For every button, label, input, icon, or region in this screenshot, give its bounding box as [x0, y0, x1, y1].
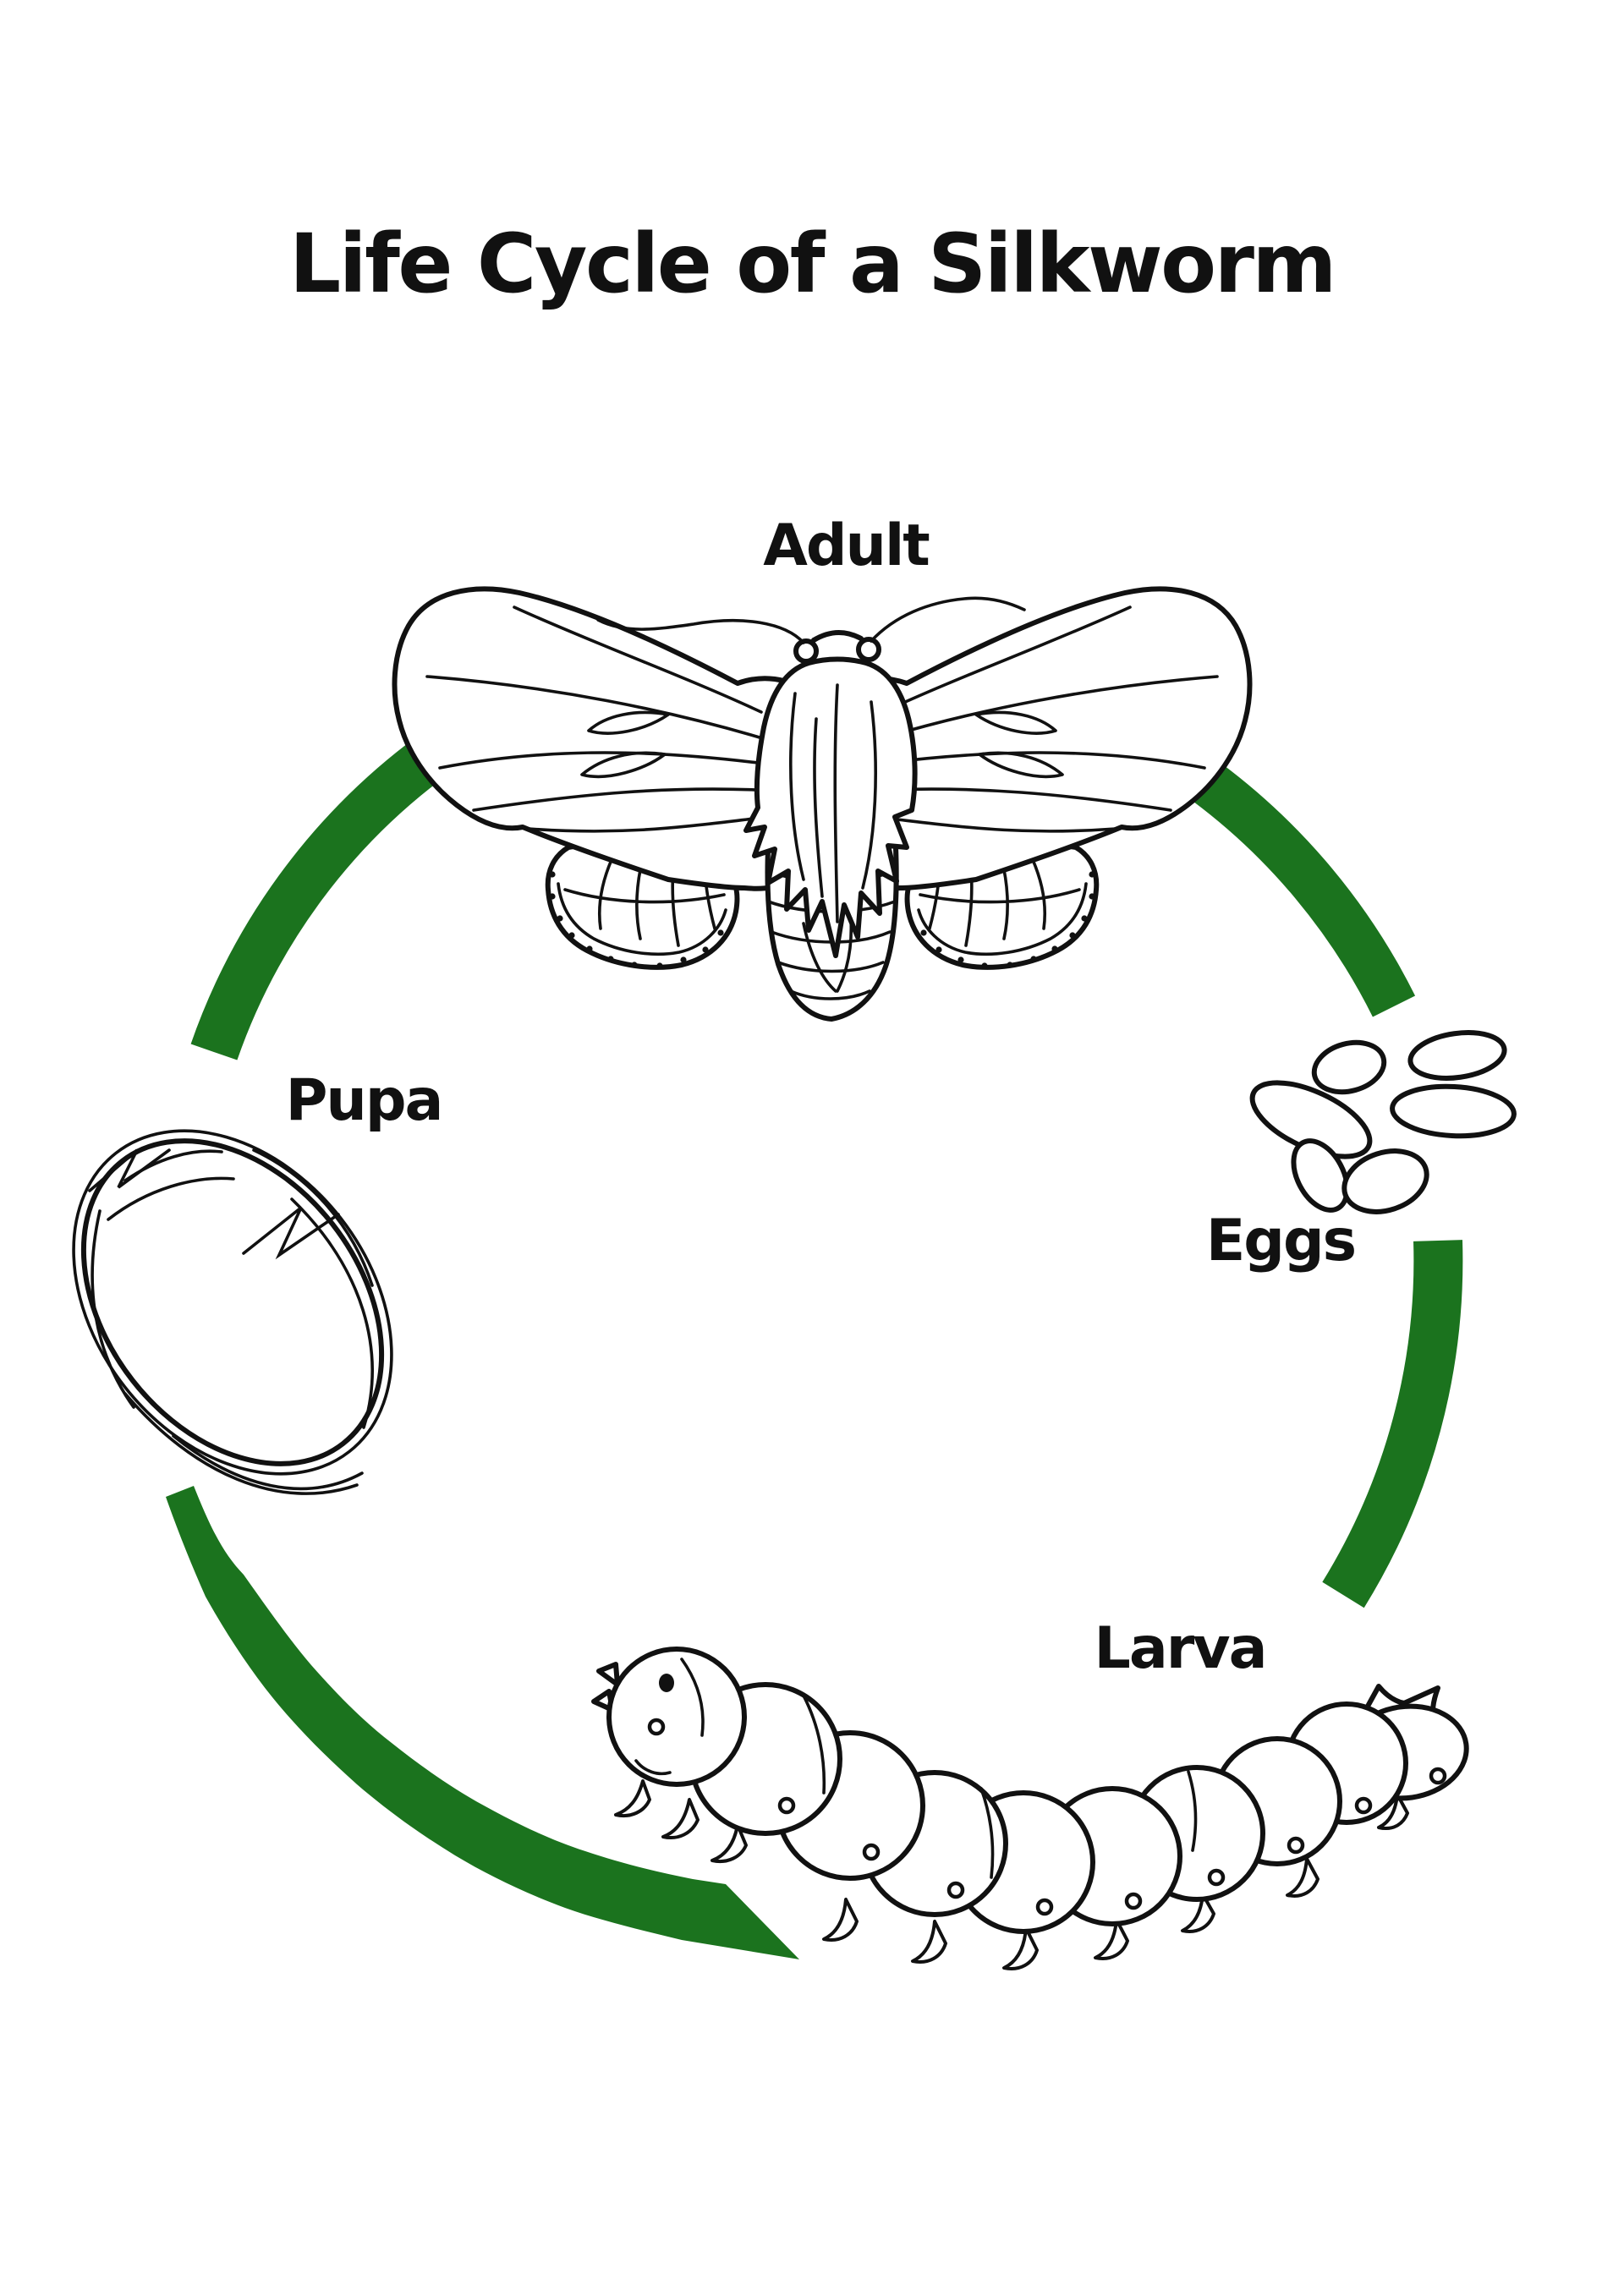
larva-head-spot: [647, 1718, 666, 1736]
moth-right-hindwing-margin-dots: [920, 871, 1095, 969]
moth-left-hindwing-margin-line: [557, 882, 727, 956]
moth-left-forewing-veins: [425, 606, 763, 833]
larva-spiracles: [777, 1767, 1447, 1916]
moth-right-hindwing-margin-line: [917, 882, 1088, 956]
moth-right-forewing-veins: [881, 606, 1219, 833]
cycle-arrow-adult-to-eggs: [1193, 763, 1416, 1017]
larva-head: [591, 1647, 747, 1787]
larva-segment-creases: [802, 1694, 1198, 1879]
cocoon-illustration: [72, 1129, 393, 1495]
adult-moth-illustration: [392, 586, 1253, 1022]
egg-6: [1341, 1148, 1429, 1214]
larva-head-outline: [606, 1647, 747, 1787]
moth-right-antenna-base: [856, 637, 881, 662]
egg-2: [1407, 1030, 1507, 1081]
cycle-arrows: [166, 739, 1463, 1959]
moth-right-forewing-cells: [974, 710, 1064, 779]
cycle-arrow-pupa-to-adult: [190, 739, 442, 1060]
stage-label-adult: Adult: [763, 512, 929, 579]
moth-left-antenna-icon: [596, 618, 805, 644]
moth-right-antenna-icon: [870, 596, 1026, 643]
larva-mouth: [634, 1759, 672, 1776]
moth-right-hindwing-veins: [919, 851, 1081, 947]
moth-thorax-hair-lines: [789, 683, 877, 993]
egg-4: [1390, 1083, 1517, 1139]
cocoon-claw-marks: [88, 1148, 340, 1260]
cycle-arrow-eggs-to-larva: [1322, 1240, 1463, 1608]
moth-head: [596, 596, 1026, 664]
cocoon-outer-double-line: [72, 1129, 393, 1476]
moth-head-top-arc: [811, 630, 864, 643]
moth-left-hindwing-veins: [563, 851, 726, 947]
cycle-arrow-larva-to-pupa: [166, 1486, 799, 1959]
page-title: Life Cycle of a Silkworm: [289, 216, 1335, 311]
moth-thorax: [743, 656, 918, 993]
stage-label-larva: Larva: [1095, 1615, 1266, 1682]
larva-illustration: [591, 1647, 1469, 1970]
larva-eye: [659, 1674, 674, 1692]
moth-thorax-fuzzy-outline: [743, 656, 918, 958]
moth-left-forewing: [392, 586, 815, 891]
moth-left-hindwing-margin-dots: [549, 871, 724, 969]
stage-label-eggs: Eggs: [1206, 1208, 1355, 1274]
eggs-illustration: [1249, 1030, 1517, 1214]
moth-left-antenna-base: [793, 638, 819, 664]
egg-1: [1311, 1039, 1387, 1095]
larva-head-crease: [680, 1658, 705, 1737]
moth-left-forewing-cells: [580, 710, 670, 779]
egg-5: [1291, 1138, 1350, 1213]
cocoon-silk-strands: [91, 1148, 374, 1495]
larva-legs: [614, 1779, 1409, 1970]
stage-label-pupa: Pupa: [286, 1067, 442, 1134]
